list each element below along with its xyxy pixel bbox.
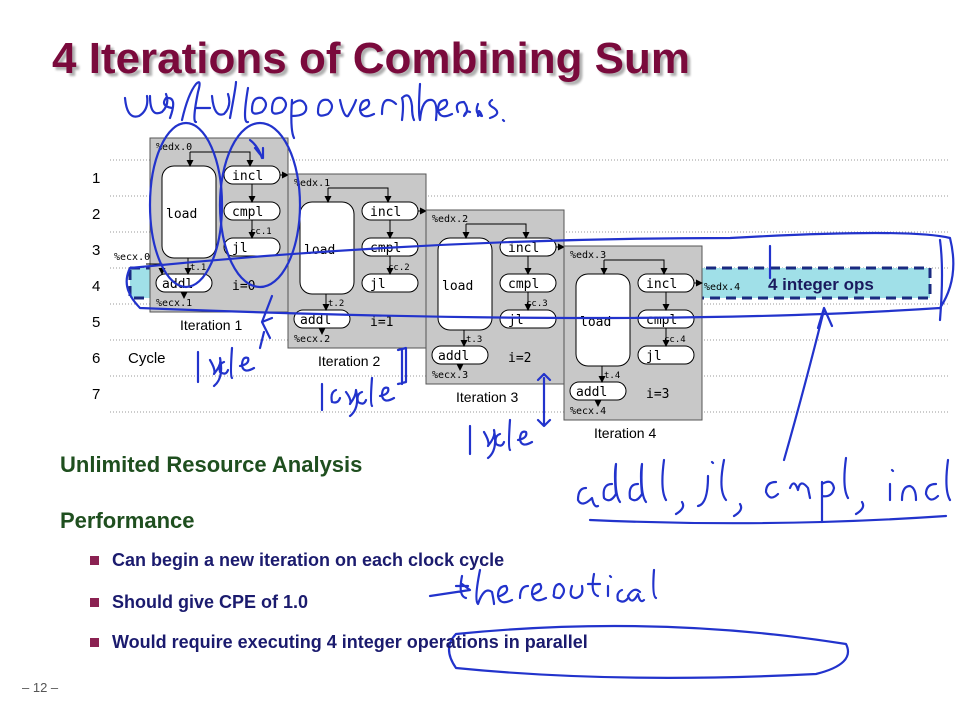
slide-title: 4 Iterations of Combining Sum	[52, 34, 691, 83]
reg-in-label: %edx.1	[294, 178, 330, 189]
cc-label: cc.3	[526, 299, 548, 309]
index-label: i=0	[232, 279, 255, 294]
section-heading-performance: Performance	[60, 508, 195, 533]
op-load-label: load	[166, 207, 197, 222]
annotation-circle-bullet3	[447, 624, 849, 679]
t-label: t.2	[328, 299, 344, 309]
op-load-label: load	[442, 279, 473, 294]
annotation-1cycle-b	[320, 376, 396, 418]
op-label: incl	[232, 169, 263, 184]
iteration-block: loadinclcmpljladdl%edx.2cc.3t.3i=2%ecx.3…	[425, 209, 565, 405]
page-number: – 12 –	[22, 680, 59, 695]
cycle-number: 3	[92, 242, 100, 259]
reg-in-label: %edx.2	[432, 214, 468, 225]
annotation-1cycle-c	[468, 418, 534, 460]
annotation-arrow-cycle-3	[536, 372, 552, 428]
op-label: jl	[646, 349, 662, 364]
op-label: addl	[438, 349, 469, 364]
annotation-arrow-cycle-1	[258, 294, 274, 350]
flow-arrow	[190, 151, 254, 167]
bullet-marker-icon	[90, 638, 99, 647]
op-label: incl	[370, 205, 401, 220]
index-label: i=3	[646, 387, 669, 402]
bullet-item: Can begin a new iteration on each clock …	[90, 550, 504, 571]
annotation-arrow-up-1	[248, 138, 265, 160]
op-label: cmpl	[232, 205, 263, 220]
annotation-arrow-to-ops	[782, 306, 834, 462]
annotation-circle-iter1-left	[148, 121, 224, 289]
t-label: t.4	[604, 371, 620, 381]
cycle-number: 2	[92, 206, 100, 223]
op-label: jl	[370, 277, 386, 292]
cc-label: cc.4	[664, 335, 686, 345]
annotation-arrow-cycle-2	[396, 346, 408, 386]
reg-in-label: %edx.0	[156, 142, 192, 153]
section-heading-analysis: Unlimited Resource Analysis	[60, 452, 363, 477]
index-label: i=2	[508, 351, 531, 366]
iteration-block: loadinclcmpljladdl%edx.1cc.2t.2i=1%ecx.2…	[287, 173, 427, 369]
ecx-out-label: %ecx.4	[570, 406, 606, 417]
bullet-marker-icon	[90, 556, 99, 565]
reg-in-label: %edx.3	[570, 250, 606, 261]
op-label: incl	[508, 241, 539, 256]
bullet-item: Should give CPE of 1.0	[90, 592, 308, 613]
annotation-ops-list	[576, 456, 952, 524]
annotation-useful-loop-overheads	[123, 80, 506, 140]
cycle-number: 7	[92, 386, 100, 403]
cycle-number: 1	[92, 170, 100, 187]
annotation-theoretical	[428, 568, 658, 606]
op-label: addl	[300, 313, 331, 328]
t-label: t.1	[190, 263, 206, 273]
cycle-number: 5	[92, 314, 100, 331]
op-label: addl	[576, 385, 607, 400]
reg-out-label: %edx.4	[704, 282, 740, 293]
ecx-out-label: %ecx.2	[294, 334, 330, 345]
ecx-out-label: %ecx.3	[432, 370, 468, 381]
op-label: incl	[646, 277, 677, 292]
annotation-circle-iter1-right	[218, 121, 302, 289]
cycle-label: Cycle	[128, 350, 166, 367]
cycle-number: 4	[92, 278, 100, 295]
flow-arrow	[328, 187, 392, 203]
ecx-in-label: %ecx.0	[114, 252, 150, 263]
cycle-numbers: 1 2 3 4 5 6 7	[92, 170, 100, 403]
integer-ops-label: 4 integer ops	[768, 275, 874, 294]
annotation-loop-around-band	[125, 231, 955, 322]
cc-label: cc.2	[388, 263, 410, 273]
iteration-label: Iteration 2	[318, 353, 380, 369]
cc-label: cc.1	[250, 227, 272, 237]
ecx-out-label: %ecx.1	[156, 298, 192, 309]
annotation-1cycle-a	[196, 346, 256, 388]
iteration-label: Iteration 1	[180, 317, 242, 333]
op-label: cmpl	[508, 277, 539, 292]
cycle-number: 6	[92, 350, 100, 367]
index-label: i=1	[370, 315, 393, 330]
flow-arrow	[604, 259, 668, 275]
bullet-marker-icon	[90, 598, 99, 607]
iteration-label: Iteration 3	[456, 389, 518, 405]
iteration-label: Iteration 4	[594, 425, 656, 441]
flow-arrow	[466, 223, 530, 239]
op-load-label: load	[304, 243, 335, 258]
annotation-underline-ops	[588, 514, 948, 525]
bullet-item: Would require executing 4 integer operat…	[90, 632, 588, 653]
t-label: t.3	[466, 335, 482, 345]
op-label: jl	[232, 241, 248, 256]
